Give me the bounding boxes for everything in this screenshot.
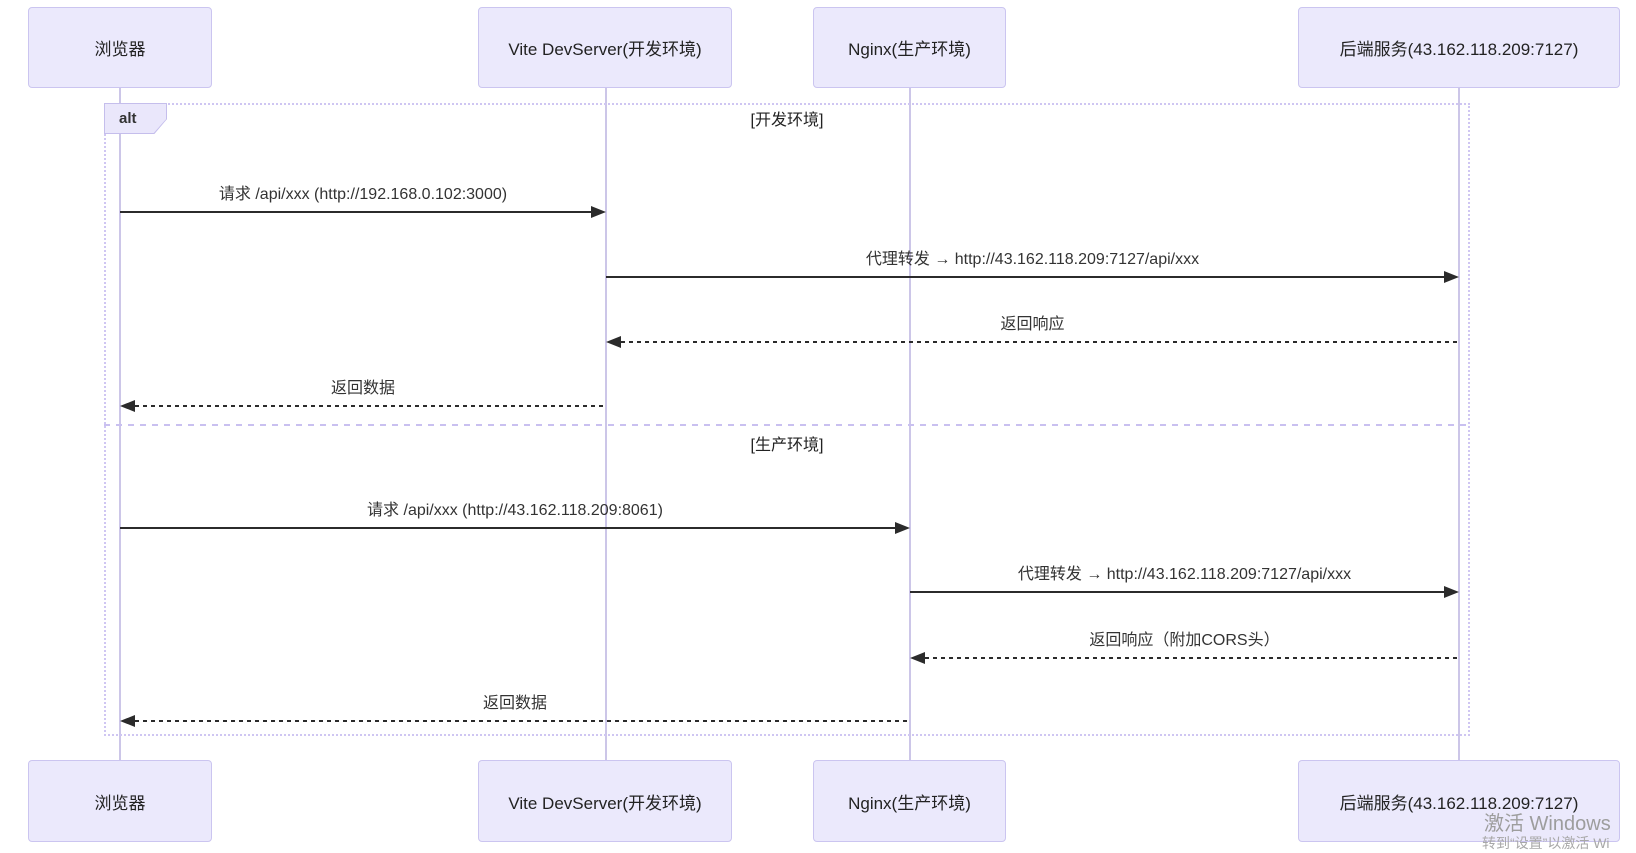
participant-label: 后端服务(43.162.118.209:7127) <box>1339 40 1579 59</box>
arrowhead-left-icon <box>910 652 925 664</box>
participant-label: Nginx(生产环境) <box>848 793 971 813</box>
alt-fragment-frame <box>104 103 1470 736</box>
message-line <box>120 527 895 529</box>
arrowhead-right-icon <box>1444 586 1459 598</box>
participant-nginx-bottom: Nginx(生产环境) <box>813 760 1006 842</box>
arrowhead-left-icon <box>120 400 135 412</box>
participant-label: 浏览器 <box>94 793 146 813</box>
arrowhead-right-icon <box>895 522 910 534</box>
message-line <box>910 591 1444 593</box>
section-label-prod: [生产环境] <box>750 437 824 454</box>
participant-label: Vite DevServer(开发环境) <box>508 40 702 59</box>
participant-label: Nginx(生产环境) <box>848 40 971 59</box>
participant-nginx-top: Nginx(生产环境) <box>813 7 1006 88</box>
message-text: 返回响应 <box>1000 316 1065 333</box>
message-line <box>120 211 591 213</box>
message-text: 请求 /api/xxx (http://192.168.0.102:3000) <box>218 186 508 203</box>
participant-label: Vite DevServer(开发环境) <box>508 793 702 813</box>
arrowhead-left-icon <box>120 715 135 727</box>
alt-fragment-label: alt <box>105 104 166 133</box>
windows-activation-watermark-line2: 转到“设置”以激活 Wi <box>1482 835 1610 851</box>
message-line <box>621 341 1459 343</box>
arrowhead-right-icon <box>591 206 606 218</box>
message-text: 代理转发 → http://43.162.118.209:7127/api/xx… <box>1017 566 1352 583</box>
participant-label: 浏览器 <box>94 40 146 59</box>
message-line <box>135 405 606 407</box>
message-text: 返回响应（附加CORS头） <box>1089 632 1280 649</box>
arrowhead-right-icon <box>1444 271 1459 283</box>
participant-vite-devserver-bottom: Vite DevServer(开发环境) <box>478 760 732 842</box>
message-text: 返回数据 <box>482 695 547 712</box>
participant-browser-top: 浏览器 <box>28 7 212 88</box>
participant-backend-bottom: 后端服务(43.162.118.209:7127) <box>1298 760 1620 842</box>
participant-label: 后端服务(43.162.118.209:7127) <box>1339 793 1579 813</box>
arrowhead-left-icon <box>606 336 621 348</box>
participant-backend-top: 后端服务(43.162.118.209:7127) <box>1298 7 1620 88</box>
message-line <box>925 657 1459 659</box>
message-text: 返回数据 <box>330 380 395 397</box>
alt-label-text: alt <box>119 110 137 127</box>
windows-activation-watermark-line1: 激活 Windows <box>1484 813 1611 835</box>
participant-vite-devserver-top: Vite DevServer(开发环境) <box>478 7 732 88</box>
section-label-dev: [开发环境] <box>750 112 824 129</box>
alt-else-divider <box>104 424 1470 426</box>
message-text: 请求 /api/xxx (http://43.162.118.209:8061) <box>367 502 663 519</box>
participant-browser-bottom: 浏览器 <box>28 760 212 842</box>
message-line <box>606 276 1444 278</box>
message-line <box>135 720 910 722</box>
message-text: 代理转发 → http://43.162.118.209:7127/api/xx… <box>865 251 1200 268</box>
